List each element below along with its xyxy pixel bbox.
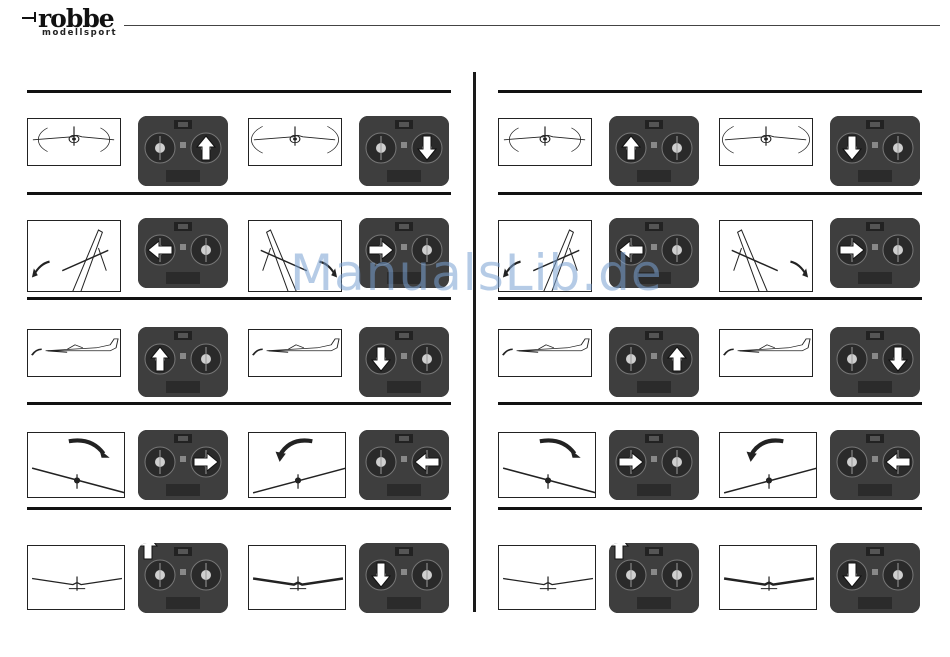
transmitter-down-arrow-icon: [359, 116, 449, 186]
airplane-pitch-illustration: [719, 329, 813, 377]
section-rule: [27, 507, 451, 510]
transmitter-left-arrow-icon: [138, 218, 228, 288]
transmitter-right-arrow-icon: [609, 430, 699, 500]
center-divider: [473, 72, 476, 612]
airplane-pitch-illustration: [27, 329, 121, 377]
transmitter-up-arrow-icon: [138, 327, 228, 397]
section-rule: [27, 192, 451, 195]
transmitter-up-arrow-icon: [609, 543, 699, 613]
airplane-bank-illustration: [719, 432, 817, 498]
transmitter-up-arrow-icon: [609, 327, 699, 397]
airplane-flap-illustration: [498, 545, 596, 610]
airplane-roll-illustration: [27, 118, 121, 166]
airplane-flap-illustration: [27, 545, 125, 610]
transmitter-left-arrow-icon: [830, 430, 920, 500]
transmitter-down-arrow-icon: [359, 543, 449, 613]
section-rule: [498, 507, 922, 510]
header-rule: [124, 25, 940, 26]
airplane-yaw-illustration: [719, 220, 813, 292]
section-rule: [27, 90, 451, 93]
transmitter-down-arrow-icon: [830, 116, 920, 186]
transmitter-up-arrow-icon: [138, 116, 228, 186]
airplane-pitch-illustration: [248, 329, 342, 377]
transmitter-right-arrow-icon: [138, 430, 228, 500]
transmitter-down-arrow-icon: [830, 327, 920, 397]
transmitter-down-arrow-icon: [830, 543, 920, 613]
transmitter-right-arrow-icon: [830, 218, 920, 288]
transmitter-up-arrow-icon: [138, 543, 228, 613]
transmitter-down-arrow-icon: [359, 327, 449, 397]
airplane-roll-illustration: [248, 118, 342, 166]
airplane-bank-illustration: [498, 432, 596, 498]
airplane-pitch-illustration: [498, 329, 592, 377]
section-rule: [27, 402, 451, 405]
brand-subtitle: modellsport: [42, 28, 117, 38]
section-rule: [498, 192, 922, 195]
airplane-roll-illustration: [498, 118, 592, 166]
airplane-flap-illustration: [248, 545, 346, 610]
airplane-yaw-illustration: [27, 220, 121, 292]
airplane-bank-illustration: [248, 432, 346, 498]
airplane-roll-illustration: [719, 118, 813, 166]
transmitter-up-arrow-icon: [609, 116, 699, 186]
airplane-bank-illustration: [27, 432, 125, 498]
airplane-flap-illustration: [719, 545, 817, 610]
watermark: ManualsLib.de: [290, 244, 663, 302]
transmitter-left-arrow-icon: [359, 430, 449, 500]
section-rule: [498, 90, 922, 93]
section-rule: [498, 402, 922, 405]
